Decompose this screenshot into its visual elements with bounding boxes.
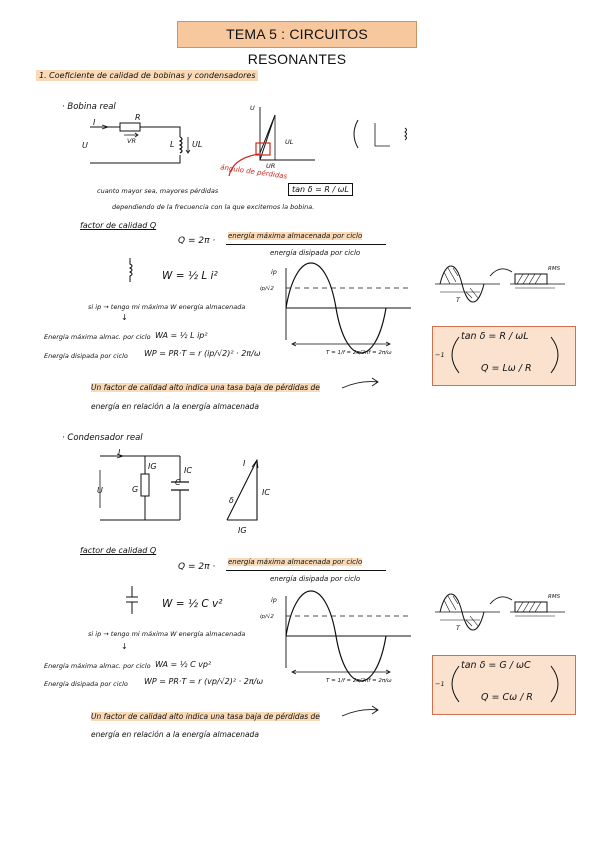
coil-phasor-diagram	[255, 107, 315, 161]
cap-box-Q: Q = Cω / R	[481, 692, 533, 703]
phasor-UL: UL	[285, 138, 294, 146]
capacitor-phasor-diagram	[226, 458, 259, 521]
coil-quality-title: factor de calidad Q	[80, 221, 157, 230]
coil-rms-sketch	[435, 265, 565, 303]
coil-Q-def-den: energía disipada por ciclo	[270, 249, 361, 257]
coil-down-arrow: ↓	[121, 313, 128, 322]
cap-phasor-IC: IC	[262, 488, 270, 497]
coil-label: · Bobina real	[62, 102, 116, 112]
coil-box-minus1: −1	[435, 351, 445, 359]
coil-result-box: tan δ = R / ωL Q = Lω / R −1	[432, 326, 576, 386]
coil-stored-label: Energía máxima almac. por ciclo	[44, 333, 151, 341]
cap-phasor-IG: IG	[238, 526, 247, 535]
coil-sine-graph	[285, 262, 411, 354]
coil-Q-def-num: energía máxima almacenada por ciclo	[228, 232, 363, 240]
coil-if-line: si ip → tengo mi máxima W energía almace…	[88, 303, 246, 311]
cap-dissip-label: Energía disipada por ciclo	[44, 680, 128, 688]
cap-U-label: U	[97, 486, 103, 495]
cap-dissip-formula: WP = PR·T = r (vp/√2)² · 2π/ω	[144, 677, 264, 686]
capacitor-icon	[126, 586, 138, 614]
coil-energy-formula: W = ½ L i²	[162, 270, 218, 282]
coil-note-2: dependiendo de la frecuencia con la que …	[112, 203, 315, 211]
cap-graph-irms: ip/√2	[260, 614, 274, 620]
cap-I-label: I	[118, 448, 121, 457]
cap-IG-label: IG	[148, 462, 157, 471]
cap-energy-formula: W = ½ C v²	[162, 598, 223, 610]
capacitor-circuit-diagram	[99, 453, 189, 521]
section-heading: 1. Coeficiente de calidad de bobinas y c…	[36, 70, 259, 81]
coil-conclusion-1: Un factor de calidad alto indica una tas…	[91, 383, 320, 392]
cap-phasor-I: I	[243, 459, 246, 468]
coil-graph-period: T = 1/f = 2π/2πf = 2π/ω	[326, 350, 392, 356]
cap-result-box: tan δ = G / ωC Q = Cω / R −1	[432, 655, 576, 715]
coil-rms-label: RMS	[548, 266, 561, 272]
coil-R-label: R	[135, 113, 141, 122]
coil-tan-delta: tan δ = R / ωL	[288, 183, 353, 196]
coil-T-label: T	[456, 296, 460, 304]
phasor-U-axis: U	[250, 104, 255, 112]
cap-box-tan: tan δ = G / ωC	[461, 660, 531, 671]
coil-Q-def-lhs: Q = 2π ·	[178, 236, 216, 246]
coil-U-label: U	[82, 141, 88, 150]
cap-conclusion-1: Un factor de calidad alto indica una tas…	[91, 712, 320, 721]
coil-box-arrows	[451, 336, 559, 374]
coil-VR-label: VR	[127, 137, 136, 145]
cap-box-arrows	[451, 665, 559, 703]
cap-T-label: T	[456, 624, 460, 632]
coil-current-label: I	[93, 118, 96, 127]
coil-axis-sketch	[353, 119, 407, 149]
cap-down-arrow: ↓	[121, 642, 128, 651]
coil-circuit-diagram	[90, 122, 191, 164]
capacitor-label: · Condensador real	[62, 433, 143, 443]
cap-if-line: si ip → tengo mi máxima W energía almace…	[88, 630, 246, 638]
cap-sine-graph	[285, 590, 411, 682]
cap-stored-formula: WA = ½ C vp²	[155, 660, 212, 669]
cap-quality-title: factor de calidad Q	[80, 546, 157, 555]
cap-IC-label: IC	[184, 466, 192, 475]
coil-dissip-label: Energía disipada por ciclo	[44, 352, 128, 360]
cap-G-label: G	[132, 485, 139, 494]
cap-rms-sketch	[435, 593, 565, 631]
phasor-UR: UR	[266, 162, 276, 170]
cap-phasor-delta: δ	[229, 496, 234, 505]
coil-conclusion-arrow	[341, 377, 379, 389]
coil-graph-irms: ip/√2	[260, 286, 274, 292]
coil-conclusion-2: energía en relación a la energía almacen…	[91, 402, 259, 411]
coil-L-label: L	[170, 140, 175, 149]
page-title: TEMA 5 : CIRCUITOS RESONANTES	[177, 21, 417, 67]
cap-rms-label: RMS	[548, 594, 561, 600]
coil-note-1: cuanto mayor sea, mayores pérdidas	[97, 187, 219, 195]
cap-graph-period: T = 1/f = 2π/2πf = 2π/ω	[326, 678, 392, 684]
cap-stored-label: Energía máxima almac. por ciclo	[44, 662, 151, 670]
cap-Q-fraction-line	[226, 570, 386, 571]
inductor-icon	[128, 258, 133, 282]
coil-UL-label: UL	[192, 140, 203, 149]
coil-box-Q: Q = Lω / R	[481, 363, 532, 374]
cap-graph-ip: ip	[271, 596, 277, 604]
loss-angle-arrow	[228, 153, 260, 177]
cap-box-minus1: −1	[435, 680, 445, 688]
cap-conclusion-arrow	[341, 705, 379, 717]
cap-Q-def-den: energía disipada por ciclo	[270, 575, 361, 583]
cap-Q-def-lhs: Q = 2π ·	[178, 562, 216, 572]
coil-stored-formula: WA = ½ L ip²	[155, 331, 208, 340]
coil-dissip-formula: WP = PR·T = r (ip/√2)² · 2π/ω	[144, 349, 261, 358]
cap-Q-def-num: energía máxima almacenada por ciclo	[228, 558, 363, 566]
cap-conclusion-2: energía en relación a la energía almacen…	[91, 730, 259, 739]
coil-Q-fraction-line	[226, 244, 386, 245]
coil-graph-ip: ip	[271, 268, 277, 276]
cap-C-label: C	[175, 478, 181, 487]
coil-box-tan: tan δ = R / ωL	[461, 331, 529, 342]
